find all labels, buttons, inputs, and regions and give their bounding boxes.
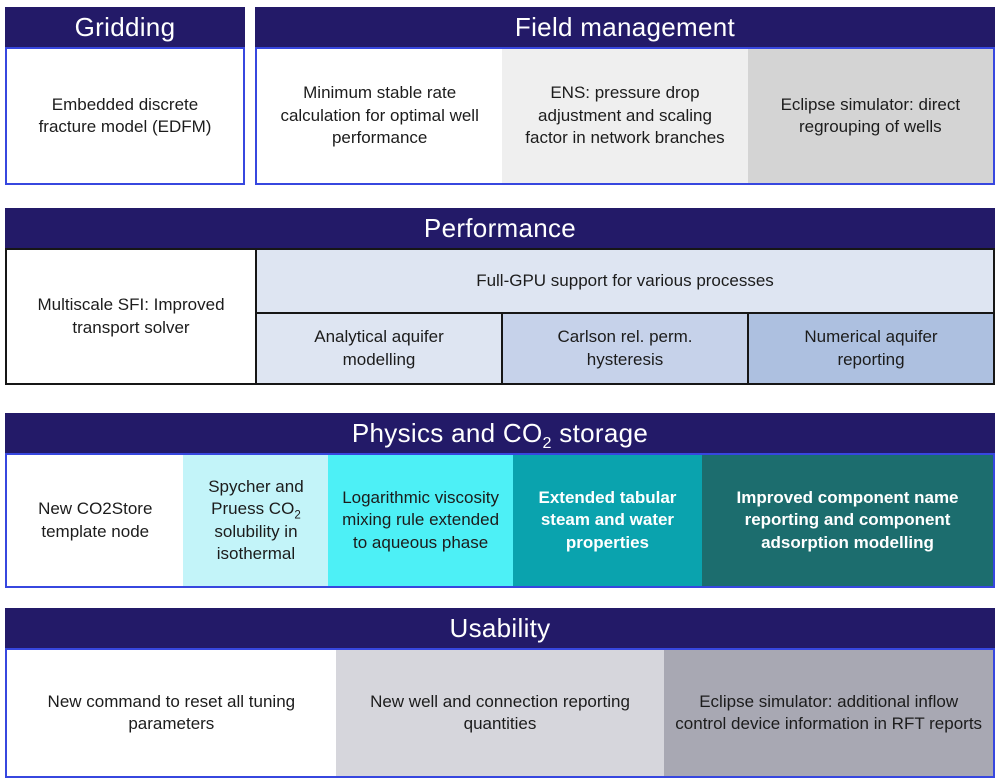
fm-cell-ens-pressure-drop: ENS: pressure drop adjustment and scalin… xyxy=(502,49,748,183)
gridding-header: Gridding xyxy=(5,7,245,47)
gridding-title: Gridding xyxy=(74,11,176,42)
field-management-title: Field management xyxy=(514,11,736,42)
phys-cell-tabular-steam: Extended tabular steam and water propert… xyxy=(512,455,703,586)
section-usability: Usability New command to reset all tunin… xyxy=(5,608,995,778)
perf-cell-numerical-aquifer: Numerical aquifer reporting xyxy=(747,314,993,383)
performance-header: Performance xyxy=(5,208,995,248)
fm-cell-min-stable-rate: Minimum stable rate calculation for opti… xyxy=(257,49,503,183)
performance-title: Performance xyxy=(423,212,577,243)
phys-cell-spycher-pruess: Spycher and Pruess CO2 solubility in iso… xyxy=(183,455,329,586)
section-performance: Performance Multiscale SFI: Improved tra… xyxy=(5,208,995,385)
field-management-header: Field management xyxy=(255,7,995,47)
section-gridding: Gridding Embedded discrete fracture mode… xyxy=(5,7,245,185)
phys-cell-log-viscosity: Logarithmic viscosity mixing rule extend… xyxy=(328,455,513,586)
usability-title: Usability xyxy=(449,612,551,643)
physics-header: Physics and CO2 storage xyxy=(5,413,995,453)
performance-sub-row: Analytical aquifer modelling Carlson rel… xyxy=(257,314,993,383)
usab-cell-reset-tuning: New command to reset all tuning paramete… xyxy=(7,650,336,776)
row-gridding-field-management: Gridding Embedded discrete fracture mode… xyxy=(5,7,995,185)
usability-body: New command to reset all tuning paramete… xyxy=(5,648,995,778)
perf-cell-analytical-aquifer: Analytical aquifer modelling xyxy=(257,314,501,383)
section-field-management: Field management Minimum stable rate cal… xyxy=(255,7,995,185)
usab-cell-connection-reporting: New well and connection reporting quanti… xyxy=(335,650,665,776)
gridding-cell-edfm: Embedded discrete fracture model (EDFM) xyxy=(38,94,212,136)
phys-cell-co2store-template: New CO2Store template node xyxy=(7,455,184,586)
performance-right-grid: Full-GPU support for various processes A… xyxy=(257,250,993,383)
physics-body: New CO2Store template node Spycher and P… xyxy=(5,453,995,588)
field-management-body: Minimum stable rate calculation for opti… xyxy=(255,47,995,185)
performance-body: Multiscale SFI: Improved transport solve… xyxy=(5,248,995,385)
usability-header: Usability xyxy=(5,608,995,648)
physics-title: Physics and CO2 storage xyxy=(351,417,649,452)
gridding-body: Embedded discrete fracture model (EDFM) xyxy=(5,47,245,185)
usab-cell-eclipse-rft: Eclipse simulator: additional inflow con… xyxy=(664,650,994,776)
phys-cell-component-adsorption: Improved component name reporting and co… xyxy=(702,455,993,586)
perf-cell-multiscale-sfi: Multiscale SFI: Improved transport solve… xyxy=(7,250,257,383)
perf-cell-full-gpu: Full-GPU support for various processes xyxy=(257,250,993,314)
fm-cell-eclipse-regrouping: Eclipse simulator: direct regrouping of … xyxy=(747,49,993,183)
section-physics-co2-storage: Physics and CO2 storage New CO2Store tem… xyxy=(5,413,995,588)
perf-cell-carlson-hysteresis: Carlson rel. perm. hysteresis xyxy=(501,314,747,383)
